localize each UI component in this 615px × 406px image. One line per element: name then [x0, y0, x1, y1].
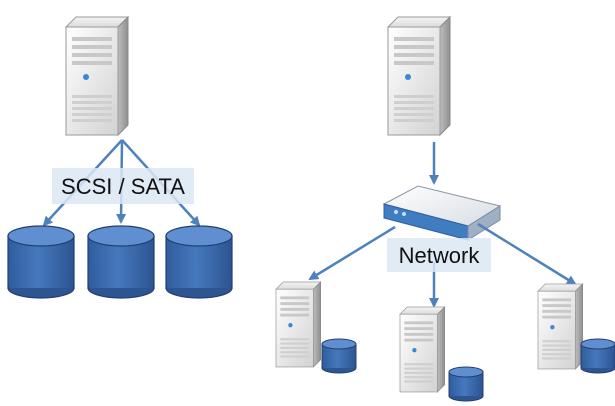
client-server-1 [275, 281, 321, 368]
network-label: Network [399, 243, 481, 268]
network-label-box: Network [387, 238, 491, 272]
client-server-3 [537, 283, 584, 370]
client-disk-1 [321, 338, 357, 374]
scsi-sata-label-box: SCSI / SATA [52, 168, 194, 204]
client-server-2 [399, 306, 445, 393]
scsi-sata-label: SCSI / SATA [61, 174, 185, 199]
client-disk-3 [580, 338, 615, 374]
disk-3 [165, 225, 233, 299]
client-disk-2 [448, 366, 484, 402]
server-left [65, 16, 129, 136]
disk-1 [7, 225, 75, 299]
network-switch [382, 185, 502, 241]
disk-2 [87, 225, 155, 299]
server-right [387, 16, 451, 136]
